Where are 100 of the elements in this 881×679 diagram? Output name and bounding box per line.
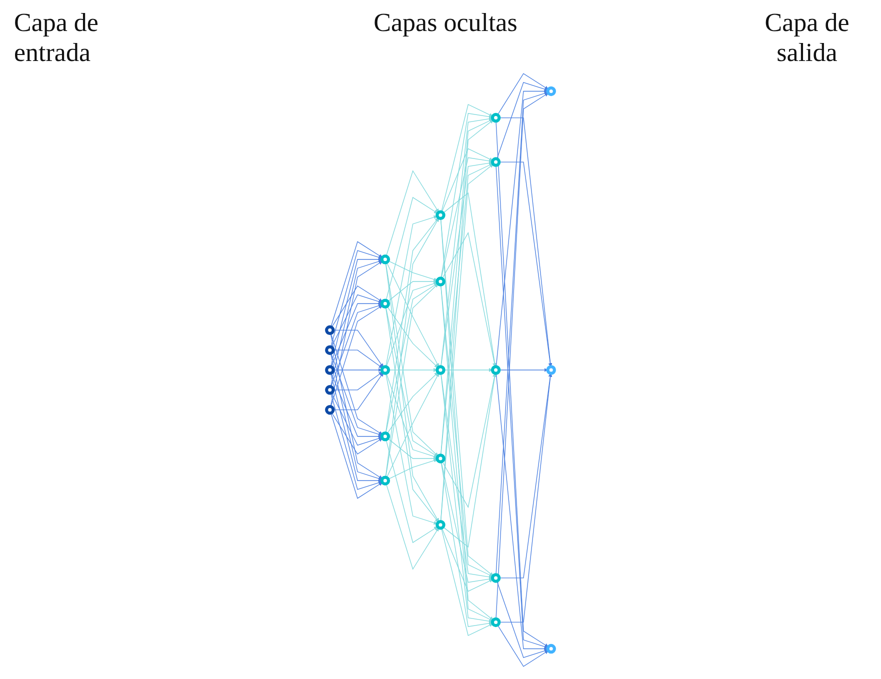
arrow <box>498 368 548 372</box>
arrow <box>442 192 497 367</box>
node-circle <box>325 345 335 355</box>
node-circle <box>380 476 390 486</box>
node-circle <box>490 365 501 375</box>
arrow <box>386 372 438 458</box>
arrow <box>440 461 493 628</box>
layer-label: Capas ocultas <box>374 8 518 38</box>
arrow <box>385 215 438 368</box>
node-circle <box>325 325 335 336</box>
arrow <box>330 372 382 438</box>
arrow <box>496 580 548 658</box>
arrow <box>332 330 384 368</box>
arrow <box>386 306 438 457</box>
arrow <box>387 280 438 302</box>
arrow <box>332 350 383 368</box>
arrow <box>331 294 382 348</box>
arrow <box>330 333 383 479</box>
arrow <box>441 528 493 592</box>
arrow <box>385 218 440 478</box>
arrow <box>440 372 493 624</box>
layer-label: Capa de salida <box>764 8 850 68</box>
node-circle <box>546 365 556 375</box>
arrow <box>442 373 497 548</box>
node-circle <box>436 210 446 220</box>
node-circle <box>436 520 446 530</box>
arrow <box>496 89 548 368</box>
arrow <box>331 285 383 328</box>
arrow <box>386 372 440 478</box>
arrow <box>498 373 552 623</box>
arrow <box>330 412 383 499</box>
arrow <box>330 302 382 368</box>
arrow <box>330 241 383 328</box>
arrow <box>330 372 382 483</box>
arrow <box>388 260 438 282</box>
arrow <box>330 257 382 368</box>
arrow <box>386 196 438 301</box>
arrow <box>388 368 438 372</box>
arrow <box>331 412 383 455</box>
layer-label: Capa de entrada <box>14 8 100 68</box>
arrow <box>386 283 438 434</box>
arrow <box>385 262 438 456</box>
node-circle <box>325 385 335 395</box>
arrow <box>440 161 493 368</box>
node-circle <box>490 157 501 167</box>
node-circle <box>380 254 390 264</box>
arrow <box>330 353 382 480</box>
node-circle <box>546 644 556 654</box>
arrow <box>440 461 493 583</box>
node-circle <box>490 112 501 123</box>
arrow <box>332 372 383 390</box>
arrow <box>331 392 382 446</box>
arrow <box>330 261 383 407</box>
arrow <box>387 438 438 460</box>
node-circle <box>490 617 501 628</box>
node-circle <box>490 573 501 583</box>
arrow <box>330 305 383 407</box>
arrow <box>330 260 382 387</box>
arrow <box>497 73 548 116</box>
arrow <box>330 250 382 348</box>
arrow <box>332 368 382 372</box>
arrow <box>332 372 384 410</box>
arrow <box>440 528 493 636</box>
arrow <box>386 262 440 368</box>
arrow <box>385 306 439 522</box>
arrow <box>330 352 382 436</box>
arrow <box>330 304 382 388</box>
arrow <box>441 148 493 212</box>
arrow <box>498 162 552 367</box>
arrow <box>385 284 438 478</box>
arrow <box>385 218 439 434</box>
arrow <box>386 306 438 368</box>
node-circle <box>380 365 390 375</box>
node-circle <box>546 86 556 96</box>
node-circle <box>436 365 446 375</box>
arrow <box>496 82 548 160</box>
arrow <box>440 112 493 279</box>
node-circle <box>436 454 446 464</box>
arrow <box>388 458 438 480</box>
node-circle <box>380 432 390 442</box>
arrow <box>386 439 438 544</box>
arrow <box>442 232 496 367</box>
arrow <box>498 117 552 367</box>
arrow <box>330 392 382 490</box>
arrow <box>440 104 493 212</box>
node-circle <box>325 365 335 375</box>
arrow <box>440 116 493 368</box>
arrow <box>330 333 383 435</box>
arrow <box>496 372 548 651</box>
node-circle <box>380 298 390 308</box>
arrow <box>386 483 439 570</box>
arrow <box>443 368 493 372</box>
node-circle <box>436 276 446 286</box>
node-circle <box>325 404 335 415</box>
arrow <box>440 157 493 279</box>
arrow <box>385 372 438 525</box>
arrow <box>386 282 438 368</box>
arrow <box>497 624 548 667</box>
arrow <box>386 170 439 257</box>
arrow <box>386 372 438 434</box>
